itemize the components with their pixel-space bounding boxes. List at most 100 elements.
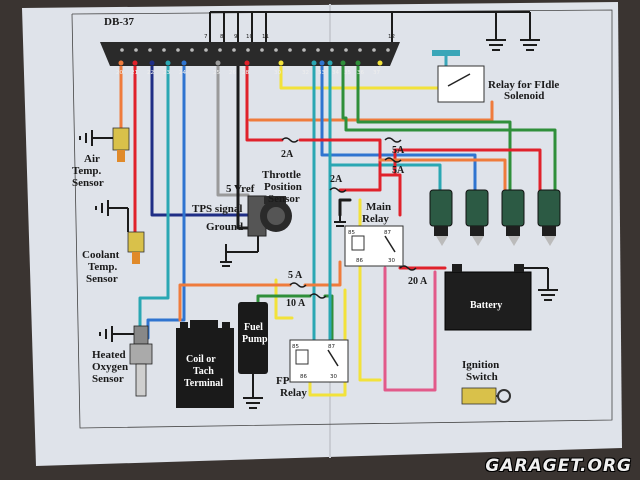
- coil: Coil or Tach Terminal: [176, 320, 234, 408]
- wire-red-main3: [393, 173, 402, 217]
- label-fp-relay-line2: Relay: [280, 387, 307, 399]
- fuses: [281, 137, 417, 299]
- injector-4: [537, 189, 561, 246]
- bottom-pin-33: 33: [318, 70, 325, 76]
- watermark: GARAGET.ORG: [485, 456, 632, 476]
- label-fp-relay-line1: FP: [276, 375, 290, 387]
- wire-green-36: [356, 64, 512, 192]
- fuel-pump: Fuel Pump: [238, 302, 268, 409]
- label-heated-oxygen: Heated Oxygen Sensor: [92, 349, 131, 385]
- label-coil-line1: Coil or: [186, 354, 216, 365]
- bottom-pin-30: 30: [274, 70, 281, 76]
- bottom-pin-28: 28: [242, 70, 249, 76]
- wire-blue-32: [320, 64, 477, 192]
- wire-green-pump: [256, 294, 312, 304]
- label-ground: Ground: [206, 221, 243, 233]
- label-coolant-temp: Coolant Temp. Sensor: [82, 249, 122, 285]
- bottom-pin-37: 37: [373, 70, 380, 76]
- battery: Battery: [444, 264, 558, 331]
- heated-oxygen-sensor: Heated Oxygen Sensor: [92, 325, 153, 397]
- fuse-5a-a: [384, 137, 402, 143]
- label-air-temp-line2: Temp.: [72, 165, 101, 177]
- fuse-5a-b: [384, 157, 402, 163]
- fp-relay-pin-30: 30: [330, 374, 337, 380]
- label-relay-fidle: Relay for FIdle Solenoid: [488, 79, 562, 102]
- label-air-temp: Air Temp. Sensor: [72, 153, 104, 189]
- label-main-relay-line1: Main: [366, 201, 391, 213]
- bottom-pin-20: 20: [116, 70, 123, 76]
- label-fuel-pump: Fuel Pump: [242, 322, 268, 345]
- label-fuse-10a: 10 A: [286, 298, 306, 309]
- wire-green-pump2: [323, 294, 334, 342]
- bottom-pin-21: 21: [131, 70, 138, 76]
- label-throttle-position-line3: Sensor: [268, 193, 300, 205]
- label-fuse-2a-mid: 2A: [330, 174, 343, 185]
- label-coil-line3: Terminal: [184, 378, 223, 389]
- top-pin-9: 9: [234, 34, 238, 40]
- label-battery: Battery: [470, 300, 502, 311]
- label-coil-line2: Tach: [193, 366, 214, 377]
- injector-2: [465, 189, 489, 246]
- top-pin-12: 12: [388, 34, 395, 40]
- label-fuse-5a-low: 5 A: [288, 270, 303, 281]
- bottom-pin-34: 34: [332, 70, 339, 76]
- connector-title: DB-37: [104, 16, 134, 28]
- fp-relay-pin-85: 85: [292, 344, 299, 350]
- injectors: [429, 189, 561, 246]
- label-main-relay-line2: Relay: [362, 213, 389, 225]
- label-fuse-2a-top: 2A: [281, 149, 294, 160]
- air-temp-sensor: Air Temp. Sensor: [72, 127, 130, 189]
- wire-orange-inj: [378, 158, 507, 192]
- fuse-10a: [309, 293, 327, 299]
- wire-tps-signal: [150, 64, 254, 217]
- main-relay-pin-87: 87: [384, 230, 391, 236]
- label-relay-fidle-line2: Solenoid: [504, 90, 544, 102]
- label-throttle-position-line2: Position: [264, 181, 302, 193]
- label-fuel-pump-line1: Fuel: [244, 322, 263, 333]
- wire-red-main2: [338, 173, 382, 192]
- label-ignition-switch: Ignition Switch: [462, 359, 502, 383]
- wire-green-35: [341, 64, 557, 192]
- label-air-temp-line3: Sensor: [72, 177, 104, 189]
- injector-3: [501, 189, 525, 246]
- bottom-pin-24: 24: [179, 70, 186, 76]
- label-fuse-5a-b: 5A: [392, 165, 405, 176]
- label-fuse-5a-a: 5A: [392, 145, 405, 156]
- ignition-switch: Ignition Switch: [461, 359, 511, 405]
- wire-orange-5a: [303, 260, 342, 287]
- bottom-pin-22: 22: [147, 70, 154, 76]
- coolant-temp-sensor: Coolant Temp. Sensor: [82, 200, 145, 285]
- bottom-pin-23: 23: [163, 70, 170, 76]
- label-coolant-temp-line3: Sensor: [86, 273, 118, 285]
- wire-tps-ground: [236, 64, 254, 230]
- label-tps-signal: TPS signal: [192, 203, 242, 215]
- bottom-pin-32: 32: [302, 70, 309, 76]
- top-pin-11: 11: [262, 34, 269, 40]
- label-fp-relay: FP Relay: [276, 375, 307, 399]
- wire-2a: [245, 64, 284, 142]
- fp-relay: 85 86 87 30 FP Relay: [276, 339, 349, 399]
- label-ignition-switch-line1: Ignition: [462, 359, 499, 371]
- fp-relay-pin-86: 86: [300, 374, 307, 380]
- wire-o2-teal: [138, 64, 170, 332]
- connector-body: [100, 42, 400, 66]
- main-relay: 85 86 87 30 Main Relay: [334, 200, 404, 267]
- bottom-pin-36: 36: [357, 70, 364, 76]
- wire-pink-ign: [383, 266, 437, 392]
- top-pin-8: 8: [220, 34, 224, 40]
- main-relay-pin-30: 30: [388, 258, 395, 264]
- injector-1: [429, 189, 453, 246]
- label-fuel-pump-line2: Pump: [242, 334, 268, 345]
- label-fuse-20a: 20 A: [408, 276, 428, 287]
- top-pin-7: 7: [204, 34, 208, 40]
- label-main-relay: Main Relay: [362, 201, 394, 225]
- wire-yellow-fp: [274, 278, 294, 320]
- label-relay-fidle-line1: Relay for FIdle: [488, 79, 559, 91]
- paper-sheet: [22, 2, 622, 466]
- fidle-relay: Relay for FIdle Solenoid: [432, 50, 562, 103]
- label-vref: 5 Vref: [226, 183, 255, 195]
- wire-teal-33: [328, 64, 442, 192]
- label-coolant-temp-line1: Coolant: [82, 249, 120, 261]
